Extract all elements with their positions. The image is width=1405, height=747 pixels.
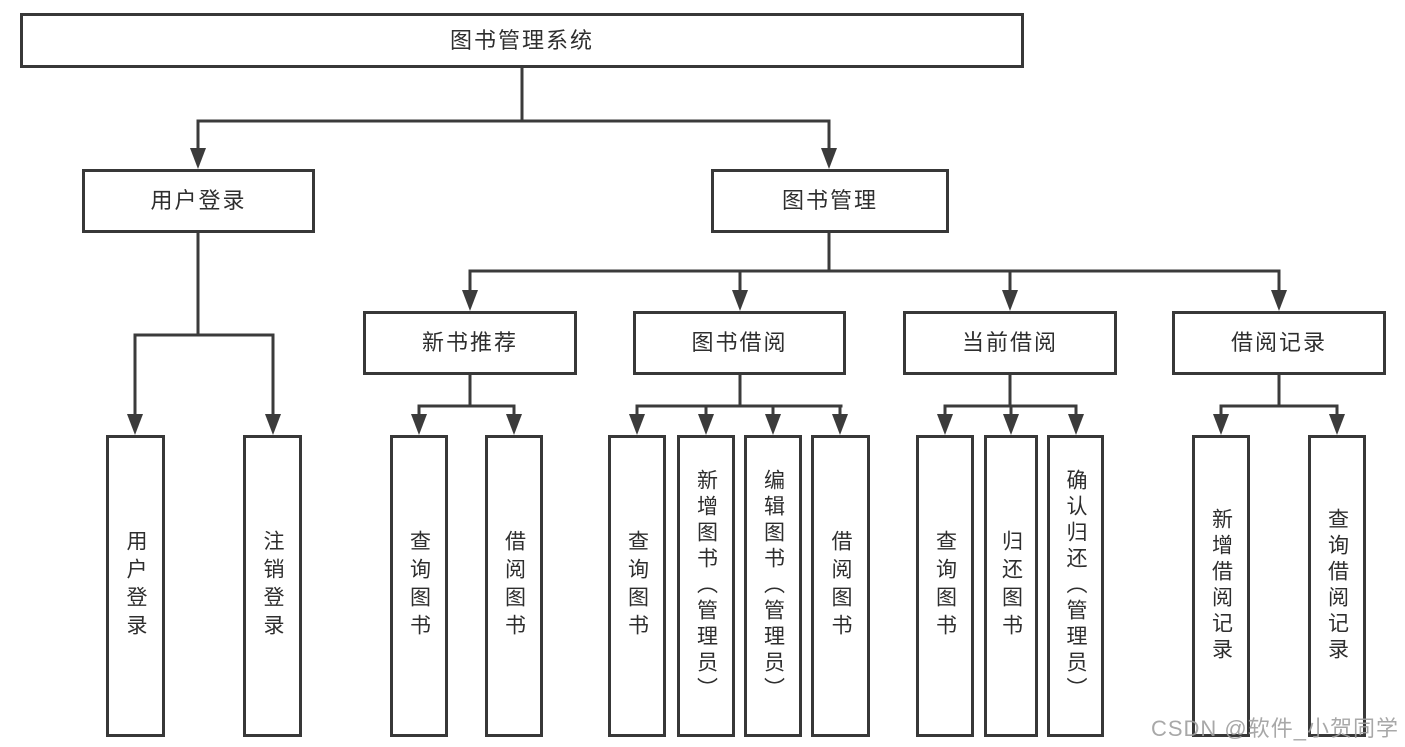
arrow-down-icon xyxy=(1213,414,1229,435)
arrow-down-icon xyxy=(1002,290,1018,311)
arrow-down-icon xyxy=(765,414,781,435)
leaf-query-borrow-record: 查询借阅记录 xyxy=(1308,435,1366,737)
leaf-confirm-return-admin: 确认归还（管理员） xyxy=(1047,435,1104,737)
arrow-down-icon xyxy=(821,148,837,169)
leaf-add-borrow-record: 新增借阅记录 xyxy=(1192,435,1250,737)
node-root: 图书管理系统 xyxy=(20,13,1024,68)
leaf-return-book: 归还图书 xyxy=(984,435,1038,737)
arrow-down-icon xyxy=(127,414,143,435)
leaf-logout: 注销登录 xyxy=(243,435,302,737)
node-borrow-record: 借阅记录 xyxy=(1172,311,1386,375)
leaf-query-book-2: 查询图书 xyxy=(608,435,666,737)
leaf-add-book-admin: 新增图书（管理员） xyxy=(677,435,735,737)
arrow-down-icon xyxy=(1329,414,1345,435)
leaf-borrow-book-2: 借阅图书 xyxy=(811,435,870,737)
arrow-down-icon xyxy=(937,414,953,435)
arrow-down-icon xyxy=(1271,290,1287,311)
arrow-down-icon xyxy=(1068,414,1084,435)
leaf-edit-book-admin: 编辑图书（管理员） xyxy=(744,435,802,737)
leaf-borrow-book-1: 借阅图书 xyxy=(485,435,543,737)
arrow-down-icon xyxy=(265,414,281,435)
arrow-down-icon xyxy=(506,414,522,435)
leaf-query-book-1: 查询图书 xyxy=(390,435,448,737)
arrow-down-icon xyxy=(411,414,427,435)
node-book-management: 图书管理 xyxy=(711,169,949,233)
node-current-borrow: 当前借阅 xyxy=(903,311,1117,375)
arrow-down-icon xyxy=(462,290,478,311)
leaf-user-login: 用户登录 xyxy=(106,435,165,737)
arrow-down-icon xyxy=(190,148,206,169)
arrow-down-icon xyxy=(732,290,748,311)
node-new-book-recommend: 新书推荐 xyxy=(363,311,577,375)
node-user-login: 用户登录 xyxy=(82,169,315,233)
arrow-down-icon xyxy=(629,414,645,435)
arrow-down-icon xyxy=(698,414,714,435)
leaf-query-book-3: 查询图书 xyxy=(916,435,974,737)
arrow-down-icon xyxy=(832,414,848,435)
node-book-borrow: 图书借阅 xyxy=(633,311,846,375)
arrow-down-icon xyxy=(1003,414,1019,435)
watermark: CSDN @软件_小贺同学 xyxy=(1150,716,1399,741)
